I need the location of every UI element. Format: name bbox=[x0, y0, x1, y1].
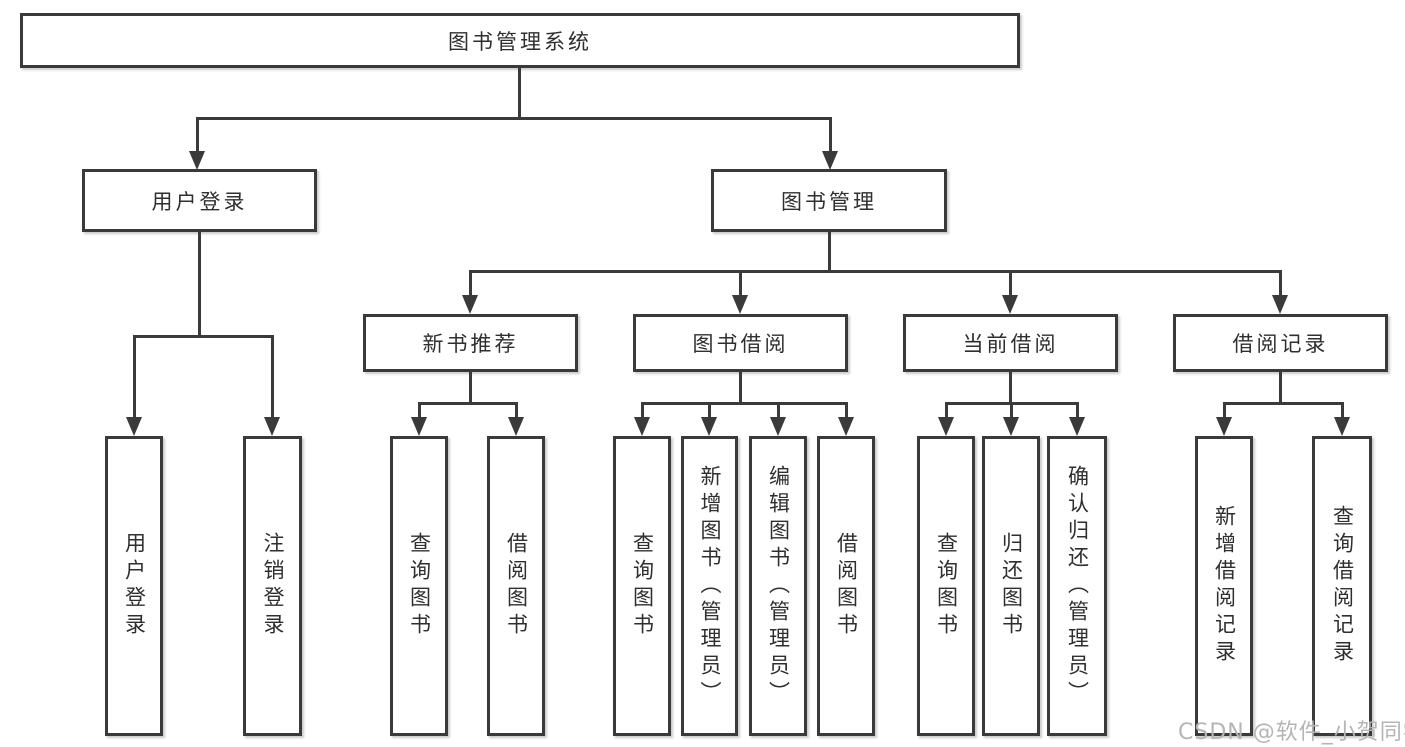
leaf-records-query-record-label: 查询借阅记录 bbox=[1330, 505, 1355, 667]
connector-line bbox=[469, 372, 472, 404]
connector-line bbox=[845, 402, 848, 419]
connector-line bbox=[777, 402, 780, 419]
arrowhead-down-icon bbox=[1069, 417, 1085, 436]
arrowhead-down-icon bbox=[732, 295, 748, 314]
connector-line bbox=[469, 270, 1282, 273]
connector-line bbox=[1010, 402, 1013, 419]
leaf-borrow-edit-books: 编辑图书（管理员） bbox=[749, 436, 807, 736]
arrowhead-down-icon bbox=[1216, 417, 1232, 436]
leaf-borrow-add-books-label: 新增图书（管理员） bbox=[698, 464, 723, 708]
node-new-book-recommend-label: 新书推荐 bbox=[422, 332, 519, 356]
leaf-records-query-record: 查询借阅记录 bbox=[1312, 436, 1372, 736]
connector-line bbox=[469, 270, 472, 297]
connector-line bbox=[1223, 402, 1344, 405]
node-book-borrow: 图书借阅 bbox=[633, 314, 848, 372]
connector-line bbox=[515, 402, 518, 419]
connector-line bbox=[418, 402, 518, 405]
arrowhead-down-icon bbox=[462, 295, 478, 314]
arrowhead-down-icon bbox=[701, 417, 717, 436]
arrowhead-down-icon bbox=[1003, 417, 1019, 436]
leaf-recommend-query-books-label: 查询图书 bbox=[407, 532, 432, 640]
node-current-borrow: 当前借阅 bbox=[903, 314, 1118, 372]
connector-line bbox=[1279, 372, 1282, 404]
arrowhead-down-icon bbox=[822, 151, 838, 170]
connector-line bbox=[708, 402, 711, 419]
connector-line bbox=[1009, 372, 1012, 404]
node-user-login: 用户登录 bbox=[82, 169, 317, 232]
node-book-management-label: 图书管理 bbox=[781, 189, 877, 214]
connector-line bbox=[418, 402, 421, 419]
connector-line bbox=[196, 117, 199, 152]
leaf-current-return-books: 归还图书 bbox=[982, 436, 1040, 736]
arrowhead-down-icon bbox=[189, 151, 205, 170]
leaf-current-query-books-label: 查询图书 bbox=[934, 532, 959, 640]
connector-line bbox=[1341, 402, 1344, 419]
connector-line bbox=[1223, 402, 1226, 419]
leaf-current-return-books-label: 归还图书 bbox=[999, 532, 1024, 640]
node-new-book-recommend: 新书推荐 bbox=[363, 314, 578, 372]
watermark: CSDN @软件_小贺同学 bbox=[1178, 720, 1405, 745]
arrowhead-down-icon bbox=[1002, 295, 1018, 314]
connector-line bbox=[828, 232, 831, 272]
connector-line bbox=[1279, 270, 1282, 297]
node-root-label: 图书管理系统 bbox=[448, 29, 592, 54]
connector-line bbox=[133, 335, 136, 419]
leaf-borrow-query-books-label: 查询图书 bbox=[630, 532, 655, 640]
leaf-borrow-borrow-books-label: 借阅图书 bbox=[834, 532, 859, 640]
leaf-recommend-query-books: 查询图书 bbox=[390, 436, 448, 736]
leaf-records-add-record: 新增借阅记录 bbox=[1195, 436, 1253, 736]
connector-line bbox=[641, 402, 644, 419]
leaf-borrow-edit-books-label: 编辑图书（管理员） bbox=[766, 464, 791, 708]
node-user-login-label: 用户登录 bbox=[151, 189, 248, 214]
arrowhead-down-icon bbox=[508, 417, 524, 436]
node-root: 图书管理系统 bbox=[20, 13, 1020, 68]
connector-line bbox=[518, 68, 521, 118]
leaf-borrow-borrow-books: 借阅图书 bbox=[817, 436, 875, 736]
arrowhead-down-icon bbox=[634, 417, 650, 436]
leaf-user-login-label: 用户登录 bbox=[122, 532, 147, 640]
leaf-current-query-books: 查询图书 bbox=[917, 436, 975, 736]
leaf-recommend-borrow-books: 借阅图书 bbox=[487, 436, 545, 736]
leaf-user-login: 用户登录 bbox=[105, 436, 163, 736]
node-current-borrow-label: 当前借阅 bbox=[962, 332, 1059, 356]
leaf-borrow-add-books: 新增图书（管理员） bbox=[681, 436, 738, 736]
node-book-management: 图书管理 bbox=[711, 169, 947, 232]
connector-line bbox=[739, 372, 742, 404]
leaf-current-confirm-return: 确认归还（管理员） bbox=[1047, 436, 1107, 736]
arrowhead-down-icon bbox=[938, 417, 954, 436]
connector-line bbox=[641, 402, 848, 405]
arrowhead-down-icon bbox=[264, 417, 280, 436]
node-borrow-records-label: 借阅记录 bbox=[1232, 332, 1329, 356]
arrowhead-down-icon bbox=[1272, 295, 1288, 314]
leaf-logout-label: 注销登录 bbox=[261, 532, 286, 640]
connector-line bbox=[271, 335, 274, 419]
node-book-borrow-label: 图书借阅 bbox=[692, 332, 789, 356]
connector-line bbox=[829, 117, 832, 152]
arrowhead-down-icon bbox=[411, 417, 427, 436]
leaf-borrow-query-books: 查询图书 bbox=[613, 436, 671, 736]
connector-line bbox=[739, 270, 742, 297]
leaf-recommend-borrow-books-label: 借阅图书 bbox=[504, 532, 529, 640]
node-borrow-records: 借阅记录 bbox=[1173, 314, 1388, 372]
connector-line bbox=[196, 117, 832, 120]
connector-line bbox=[1076, 402, 1079, 419]
connector-line bbox=[945, 402, 948, 419]
arrowhead-down-icon bbox=[838, 417, 854, 436]
connector-line bbox=[133, 335, 274, 338]
connector-line bbox=[1009, 270, 1012, 297]
arrowhead-down-icon bbox=[1334, 417, 1350, 436]
connector-line bbox=[198, 232, 201, 336]
leaf-records-add-record-label: 新增借阅记录 bbox=[1212, 505, 1237, 667]
leaf-current-confirm-return-label: 确认归还（管理员） bbox=[1065, 464, 1090, 708]
arrowhead-down-icon bbox=[126, 417, 142, 436]
leaf-logout: 注销登录 bbox=[243, 436, 302, 736]
arrowhead-down-icon bbox=[770, 417, 786, 436]
